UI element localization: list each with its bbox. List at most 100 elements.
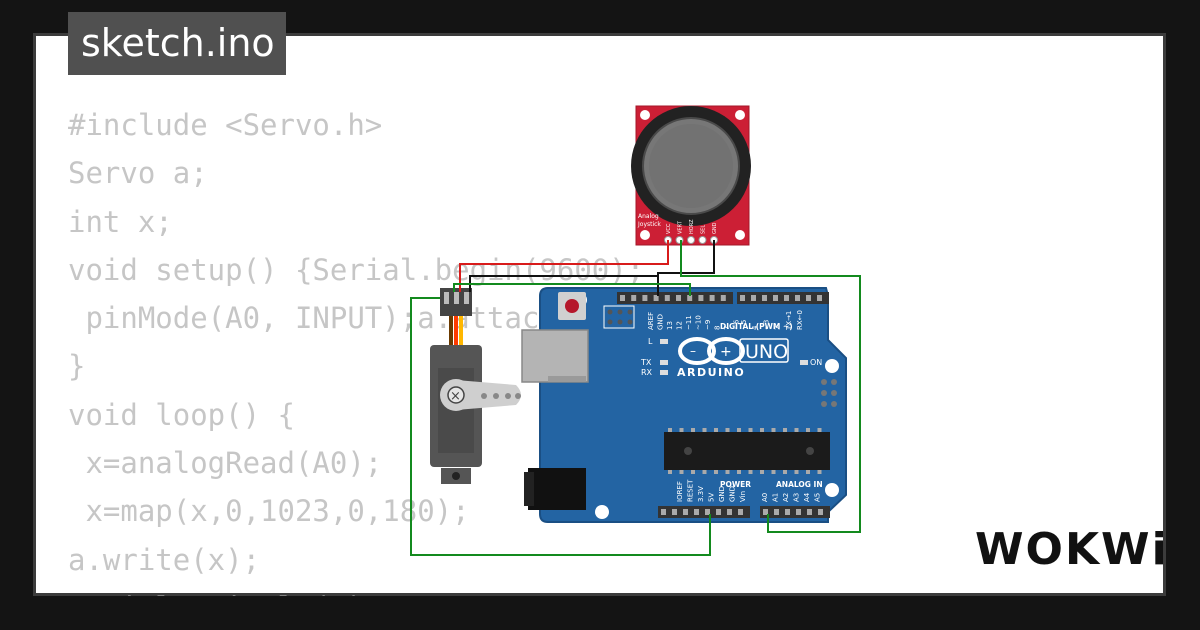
pin-label: ~10 <box>695 315 703 330</box>
header-pin[interactable] <box>683 509 688 515</box>
joystick-pin[interactable] <box>698 236 707 244</box>
pin-label: RX←0 <box>796 310 804 330</box>
joystick-pin-label: HORZ <box>689 219 695 234</box>
header-pin[interactable] <box>774 509 779 515</box>
chip-pin <box>817 428 822 432</box>
wire-gnd-servo <box>469 275 658 292</box>
header-pin[interactable] <box>818 509 823 515</box>
pin-label: RESET <box>687 479 695 502</box>
pin-label: ~6 <box>733 319 741 330</box>
wokwi-logo: WOKWi <box>975 524 1169 575</box>
pin-label: 4 <box>751 325 759 330</box>
code-line: void loop() { <box>68 397 295 432</box>
pin-label: ~9 <box>704 320 712 330</box>
header-pin[interactable] <box>817 295 822 301</box>
servo-motor[interactable]: × <box>430 288 521 484</box>
header-pin[interactable] <box>740 295 745 301</box>
header-pin[interactable] <box>796 509 801 515</box>
pin-label: 3.3V <box>697 486 705 502</box>
pin-label: A2 <box>782 493 790 502</box>
led-tx-label: TX <box>640 358 652 367</box>
chip-pin <box>679 470 684 474</box>
chip-pin <box>783 428 787 432</box>
joystick-pin[interactable] <box>687 236 695 244</box>
header-pin[interactable] <box>698 295 704 301</box>
header-pin[interactable] <box>716 509 721 515</box>
joystick-label-line: Analog <box>638 213 659 220</box>
header-pin[interactable] <box>784 295 789 301</box>
header-pin[interactable] <box>720 295 726 301</box>
header-pin[interactable] <box>687 295 693 301</box>
chip-pin <box>806 428 810 432</box>
header-pin[interactable] <box>694 509 699 515</box>
wires <box>410 240 861 556</box>
chip-pin <box>714 428 718 432</box>
chip-pin <box>748 428 753 432</box>
pin-label: A0 <box>761 493 769 502</box>
power-label: POWER <box>720 480 751 489</box>
header-pin[interactable] <box>642 295 648 301</box>
code-line: int x; <box>68 204 173 239</box>
joystick-pin-label: VERT <box>678 220 684 234</box>
header-pin[interactable] <box>664 295 670 301</box>
power-jack <box>528 468 586 510</box>
chip-pin <box>806 470 810 474</box>
header-pin[interactable] <box>620 295 625 301</box>
pin-label: A1 <box>772 493 780 502</box>
chip-pin <box>737 470 741 474</box>
header-pin[interactable] <box>807 509 812 515</box>
pin-label: Vin <box>739 491 747 502</box>
chip-pin <box>702 470 707 474</box>
chip-pin <box>679 428 684 432</box>
header-pin[interactable] <box>806 295 811 301</box>
wire-5v <box>410 297 711 556</box>
file-title: sketch.ino <box>68 12 286 75</box>
servo-screw-icon: × <box>450 389 461 404</box>
pin-label: ~11 <box>685 315 693 330</box>
chip-pin <box>817 470 822 474</box>
wire-vert-a0 <box>680 240 861 533</box>
header-pin[interactable] <box>795 295 800 301</box>
header-pin[interactable] <box>653 295 659 301</box>
code-line: x=map(x,0,1023,0,180); <box>68 494 470 529</box>
wire-servo-signal <box>453 283 691 296</box>
header-pin[interactable] <box>709 295 715 301</box>
board-name: UNO <box>745 341 788 363</box>
pin-label: A5 <box>814 493 822 502</box>
header-pin[interactable] <box>672 509 677 515</box>
header-pin[interactable] <box>631 295 637 301</box>
chip-pin <box>748 470 753 474</box>
chip-pin <box>691 428 695 432</box>
chip-pin <box>702 428 707 432</box>
chip-pin <box>668 470 672 474</box>
pin-label: 2 <box>774 326 782 330</box>
header-pin[interactable] <box>751 295 756 301</box>
header-pin[interactable] <box>676 295 681 301</box>
code-line: a.write(x); <box>68 542 261 577</box>
header-pin[interactable] <box>773 295 778 301</box>
pin-label: ~5 <box>740 320 748 330</box>
code-line: #include <Servo.h> <box>68 108 383 142</box>
wire-vcc <box>459 240 669 292</box>
chip-pin <box>794 428 799 432</box>
servo-horn <box>456 380 521 410</box>
logo-plus: + <box>720 344 732 360</box>
usb-port <box>521 329 589 383</box>
header-pin[interactable] <box>785 509 790 515</box>
joystick-label-line: Joystick <box>637 221 661 228</box>
header-pin[interactable] <box>661 509 666 515</box>
header-pin[interactable] <box>705 509 710 515</box>
code-line: x=analogRead(A0); <box>68 446 383 481</box>
joystick-pin-label: VCC <box>666 223 672 234</box>
header-pin[interactable] <box>738 509 743 515</box>
pin-label: A4 <box>803 492 811 502</box>
pin-label: TX→1 <box>785 311 793 331</box>
header-pin[interactable] <box>763 509 768 515</box>
chip-pin <box>771 428 776 432</box>
header-pin[interactable] <box>762 295 767 301</box>
chip-pin <box>691 470 695 474</box>
header-pin[interactable] <box>727 509 732 515</box>
arduino-uno-board[interactable]: L TX RX ON – + UNO ARDUINO DIGITAL (PWM … <box>521 287 847 523</box>
